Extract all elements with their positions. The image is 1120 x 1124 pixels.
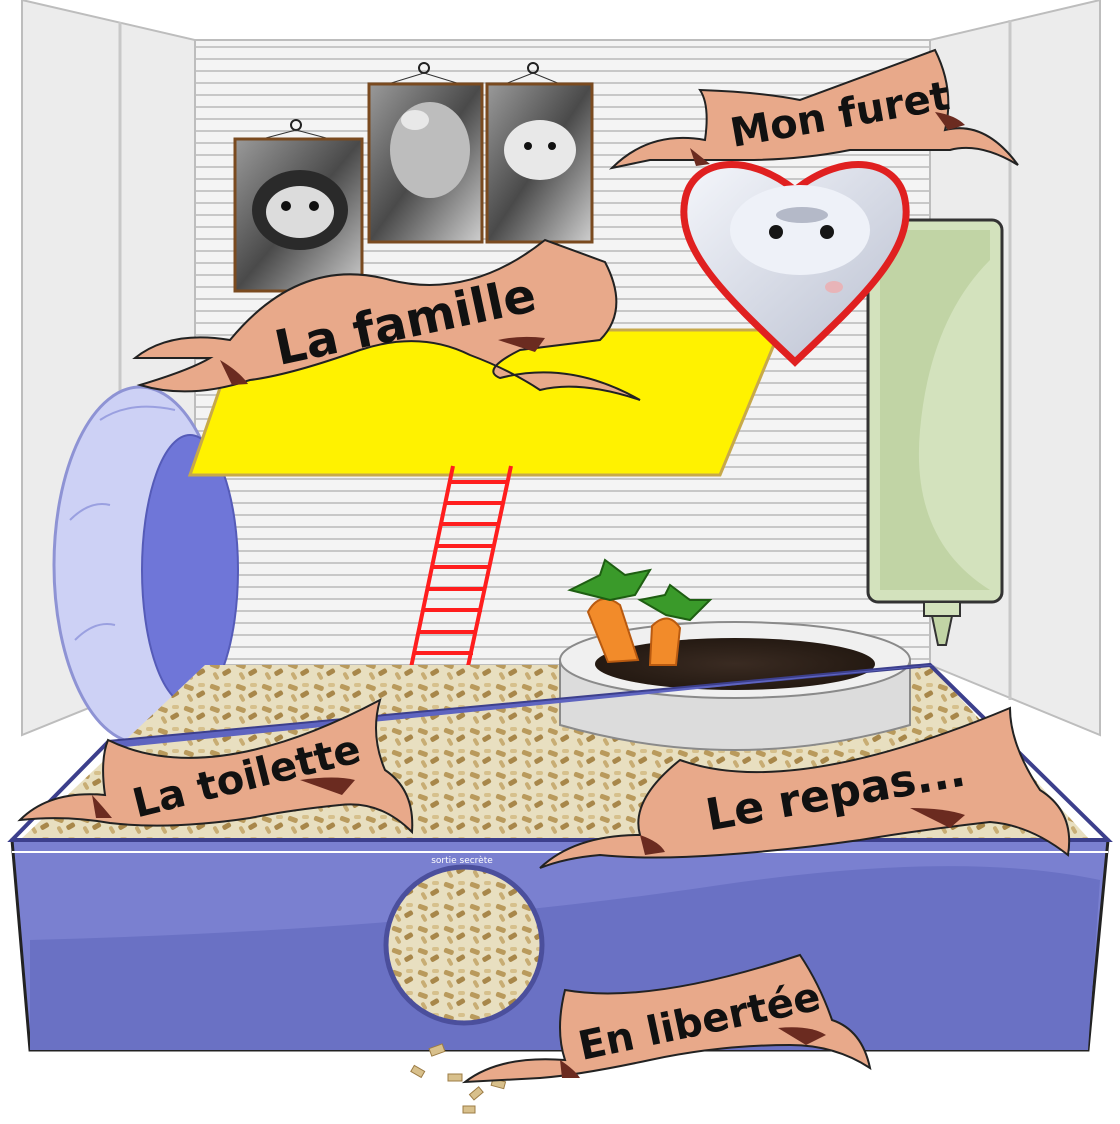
heart-frame-icon: [680, 161, 910, 367]
secret-exit-label: sortie secrète: [431, 855, 493, 866]
photo-frame-3: [485, 62, 594, 244]
carrot-icon: [567, 558, 713, 666]
banner-mon-furet[interactable]: Mon furet: [608, 48, 1019, 170]
photo-frame-1: [233, 119, 364, 293]
exercise-wheel-icon: [52, 385, 239, 745]
family-photos: [233, 62, 594, 293]
water-bottle-icon: [866, 218, 1004, 646]
spilled-pellets: [410, 1043, 507, 1114]
food-bowl-icon: [559, 558, 911, 751]
photo-frame-2: [367, 62, 484, 244]
secret-exit[interactable]: sortie secrète: [383, 855, 545, 1026]
cage-tray: [7, 662, 1113, 1052]
